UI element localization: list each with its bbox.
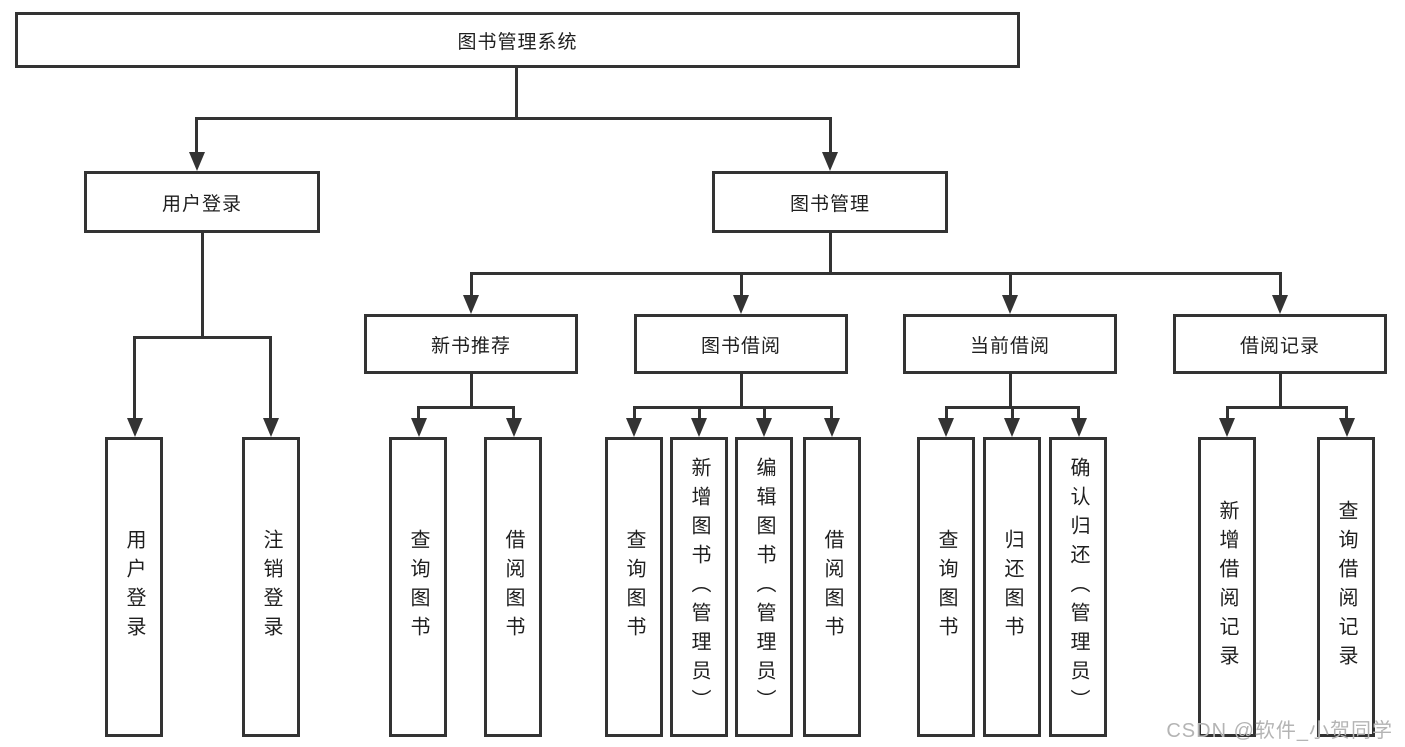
node-user-login-label: 用户登录 xyxy=(161,193,242,215)
leaf-current-query: 查询图书 xyxy=(917,437,975,737)
leaf-borrow-add-book-label: 新增图书（管理员） xyxy=(688,456,710,718)
connector-line xyxy=(470,372,473,409)
node-borrow-records: 借阅记录 xyxy=(1173,314,1387,374)
connector-line xyxy=(195,117,198,153)
arrowhead-icon xyxy=(822,152,838,171)
watermark: CSDN @软件_小贺同学 xyxy=(1166,720,1393,742)
leaf-add-borrow-record-label: 新增借阅记录 xyxy=(1216,500,1238,674)
node-book-borrow: 图书借阅 xyxy=(634,314,848,374)
leaf-user-login: 用户登录 xyxy=(105,437,163,737)
connector-line xyxy=(1011,406,1014,420)
arrowhead-icon xyxy=(1002,295,1018,314)
connector-line xyxy=(830,406,833,420)
leaf-query-borrow-record: 查询借阅记录 xyxy=(1317,437,1375,737)
leaf-newbooks-query: 查询图书 xyxy=(389,437,447,737)
leaf-borrow-add-book: 新增图书（管理员） xyxy=(670,437,728,737)
connector-line xyxy=(201,231,204,339)
arrowhead-icon xyxy=(463,295,479,314)
node-user-login: 用户登录 xyxy=(84,171,320,233)
connector-line xyxy=(698,406,701,420)
connector-line xyxy=(829,231,832,275)
arrowhead-icon xyxy=(1339,418,1355,437)
leaf-return-book: 归还图书 xyxy=(983,437,1041,737)
node-book-borrow-label: 图书借阅 xyxy=(700,335,781,357)
leaf-confirm-return-label: 确认归还（管理员） xyxy=(1067,456,1089,718)
arrowhead-icon xyxy=(263,418,279,437)
connector-line xyxy=(470,272,473,297)
connector-line xyxy=(1009,272,1012,297)
arrowhead-icon xyxy=(189,152,205,171)
node-root-label: 图书管理系统 xyxy=(457,31,578,53)
arrowhead-icon xyxy=(411,418,427,437)
node-new-book-recommend-label: 新书推荐 xyxy=(430,335,511,357)
node-borrow-records-label: 借阅记录 xyxy=(1239,335,1320,357)
node-root: 图书管理系统 xyxy=(15,12,1020,68)
connector-line xyxy=(740,372,743,409)
leaf-return-book-label: 归还图书 xyxy=(1001,529,1023,645)
leaf-query-borrow-record-label: 查询借阅记录 xyxy=(1335,500,1357,674)
connector-line xyxy=(512,406,515,420)
leaf-borrow-query-label: 查询图书 xyxy=(623,529,645,645)
connector-line xyxy=(417,406,515,409)
leaf-borrow-query: 查询图书 xyxy=(605,437,663,737)
leaf-borrow-book: 借阅图书 xyxy=(803,437,861,737)
connector-line xyxy=(417,406,420,420)
leaf-logout: 注销登录 xyxy=(242,437,300,737)
node-new-book-recommend: 新书推荐 xyxy=(364,314,578,374)
arrowhead-icon xyxy=(1219,418,1235,437)
arrowhead-icon xyxy=(756,418,772,437)
leaf-borrow-edit-book-label: 编辑图书（管理员） xyxy=(753,456,775,718)
connector-line xyxy=(1226,406,1229,420)
arrowhead-icon xyxy=(691,418,707,437)
arrowhead-icon xyxy=(733,295,749,314)
node-book-management-label: 图书管理 xyxy=(789,193,870,215)
connector-line xyxy=(195,117,832,120)
connector-line xyxy=(1009,372,1012,409)
node-current-borrow: 当前借阅 xyxy=(903,314,1117,374)
arrowhead-icon xyxy=(1071,418,1087,437)
connector-line xyxy=(1345,406,1348,420)
arrowhead-icon xyxy=(1272,295,1288,314)
connector-line xyxy=(269,336,272,420)
node-current-borrow-label: 当前借阅 xyxy=(969,335,1050,357)
leaf-confirm-return: 确认归还（管理员） xyxy=(1049,437,1107,737)
connector-line xyxy=(1226,406,1348,409)
connector-line xyxy=(1077,406,1080,420)
leaf-add-borrow-record: 新增借阅记录 xyxy=(1198,437,1256,737)
connector-line xyxy=(945,406,948,420)
leaf-borrow-book-label: 借阅图书 xyxy=(821,529,843,645)
leaf-newbooks-query-label: 查询图书 xyxy=(407,529,429,645)
leaf-user-login-label: 用户登录 xyxy=(123,529,145,645)
leaf-current-query-label: 查询图书 xyxy=(935,529,957,645)
connector-line xyxy=(515,66,518,120)
connector-line xyxy=(470,272,1281,275)
connector-line xyxy=(633,406,833,409)
connector-line xyxy=(829,117,832,153)
connector-line xyxy=(740,272,743,297)
connector-line xyxy=(763,406,766,420)
connector-line xyxy=(133,336,272,339)
arrowhead-icon xyxy=(1004,418,1020,437)
leaf-borrow-edit-book: 编辑图书（管理员） xyxy=(735,437,793,737)
node-book-management: 图书管理 xyxy=(712,171,948,233)
arrowhead-icon xyxy=(938,418,954,437)
arrowhead-icon xyxy=(626,418,642,437)
arrowhead-icon xyxy=(506,418,522,437)
leaf-newbooks-borrow-label: 借阅图书 xyxy=(502,529,524,645)
connector-line xyxy=(633,406,636,420)
arrowhead-icon xyxy=(127,418,143,437)
connector-line xyxy=(1279,372,1282,409)
connector-line xyxy=(133,336,136,420)
arrowhead-icon xyxy=(824,418,840,437)
leaf-logout-label: 注销登录 xyxy=(260,529,282,645)
leaf-newbooks-borrow: 借阅图书 xyxy=(484,437,542,737)
connector-line xyxy=(1279,272,1282,297)
